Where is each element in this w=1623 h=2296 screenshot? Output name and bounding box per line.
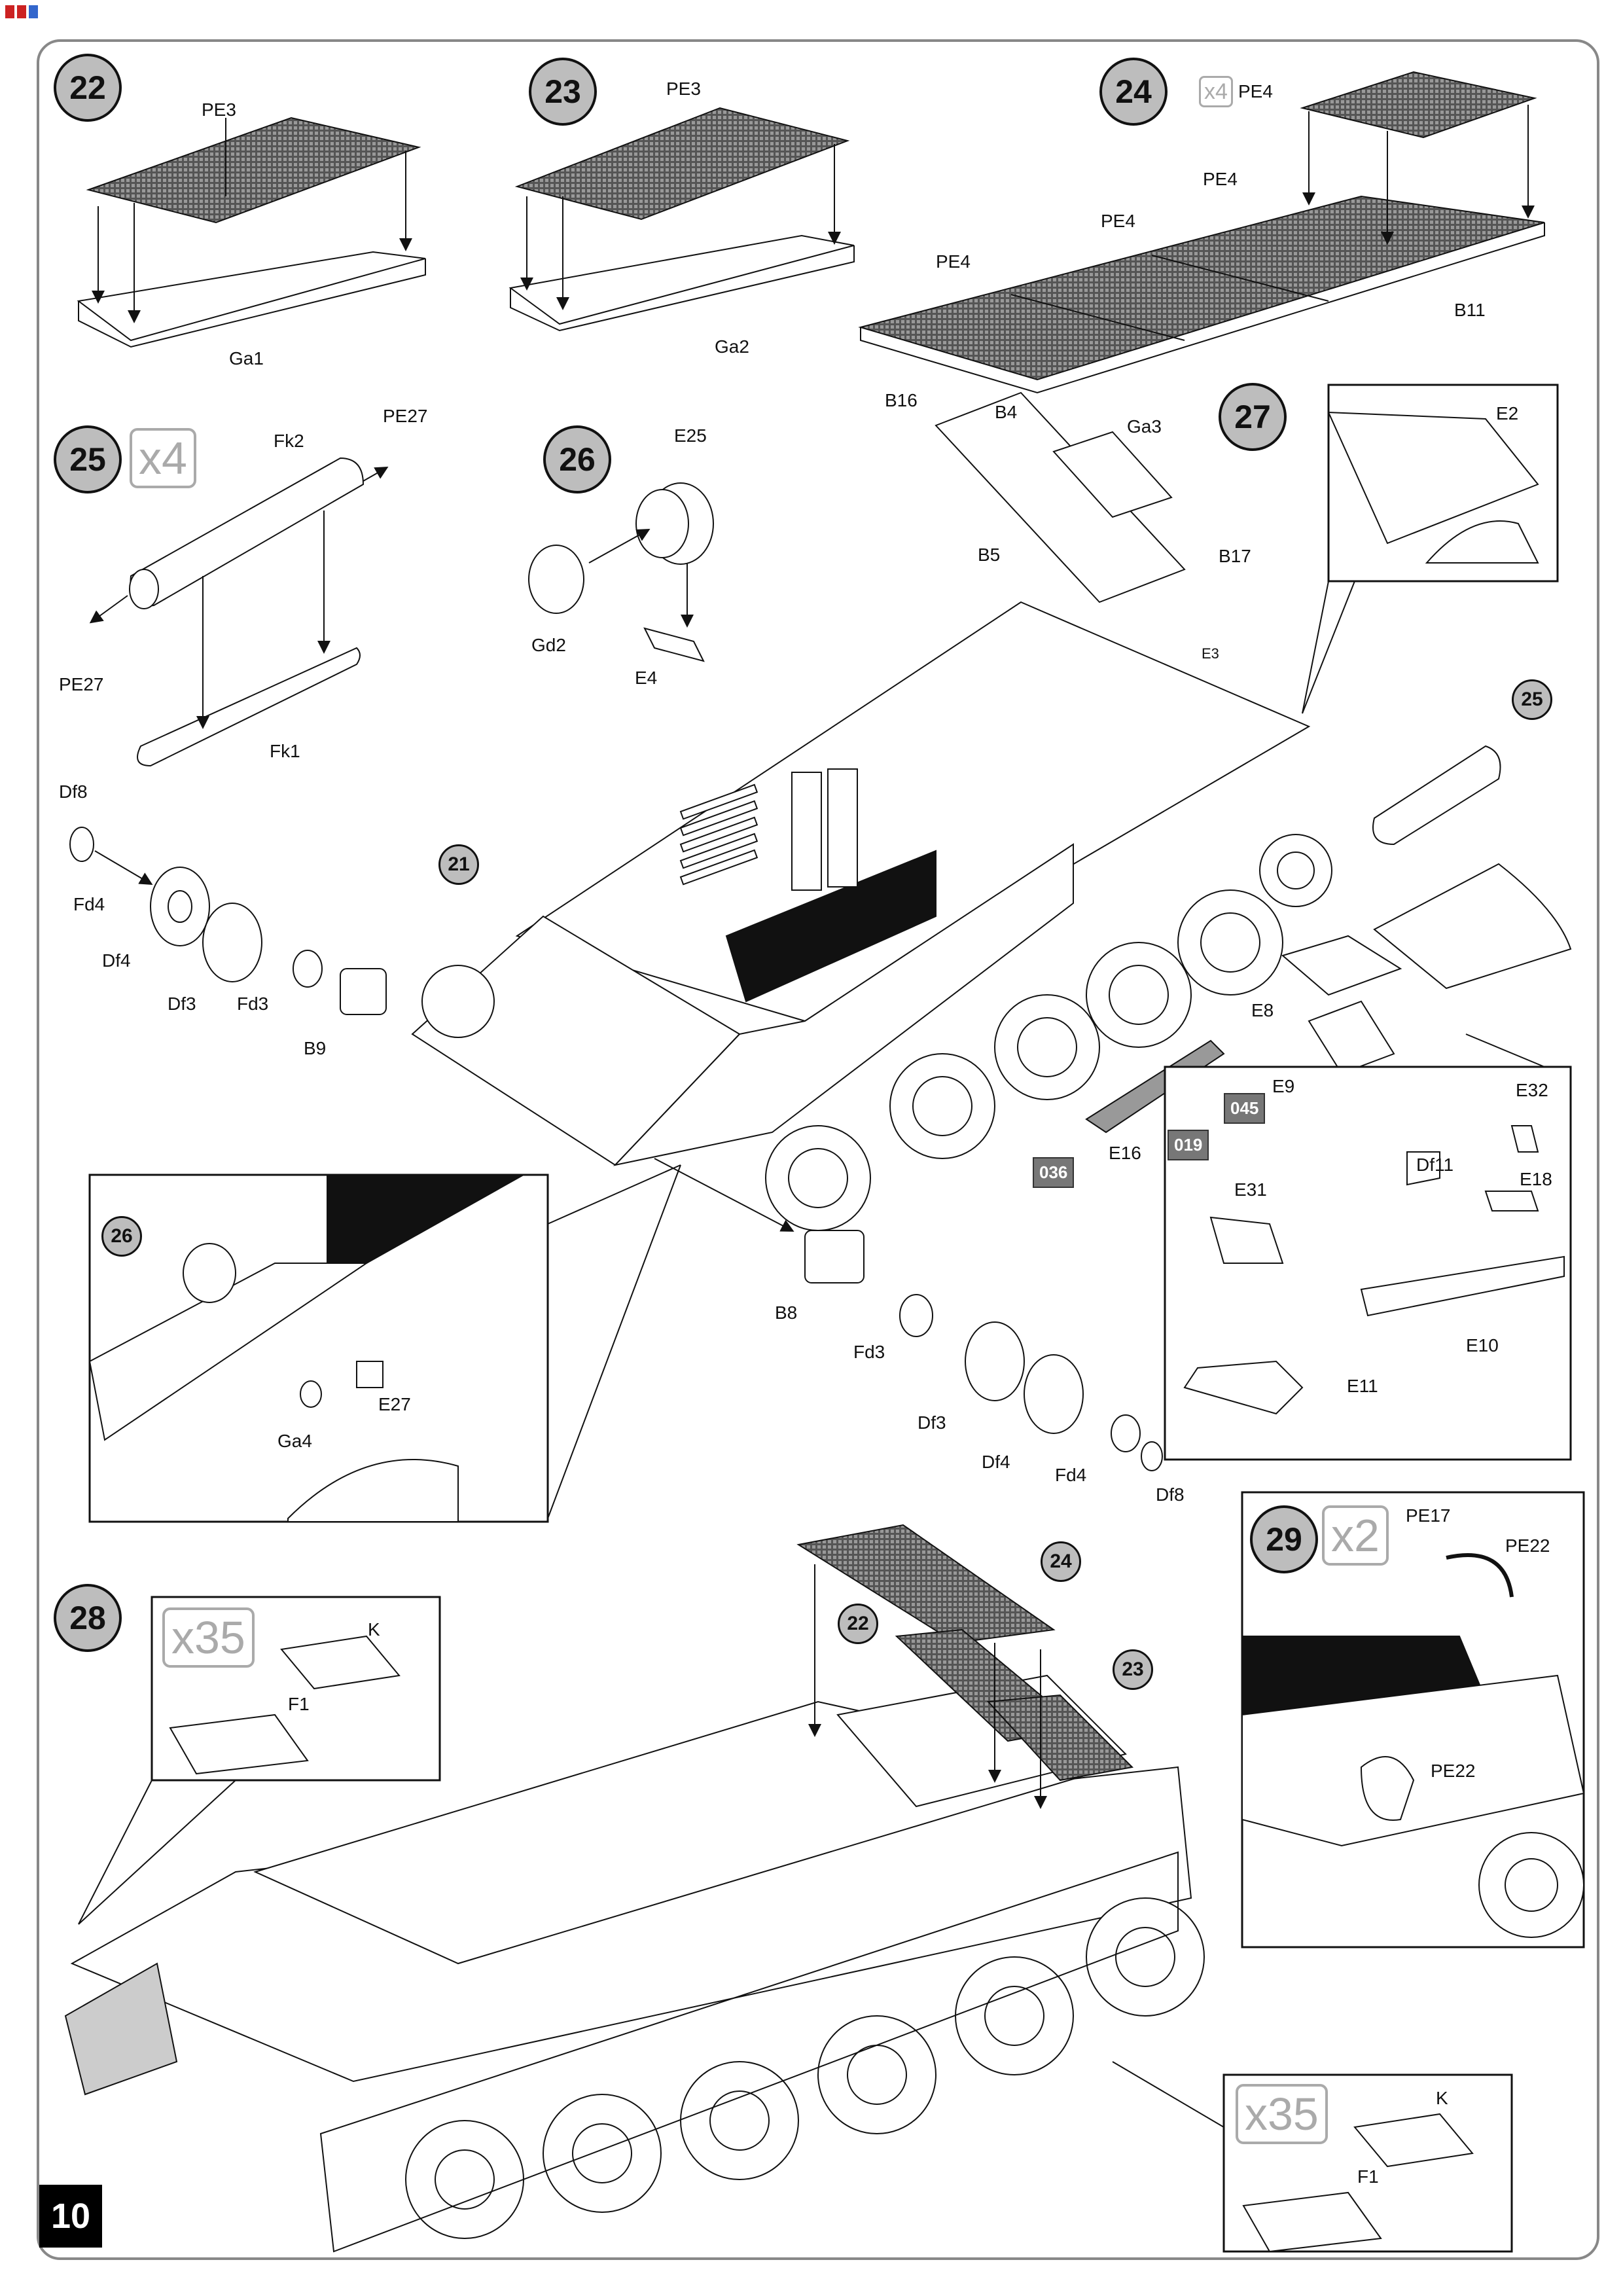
- step-25-multiplier: x4: [130, 428, 196, 488]
- label-e9: E9: [1272, 1076, 1295, 1096]
- label-pe27-top: PE27: [383, 406, 428, 426]
- label-pe22-bottom: PE22: [1431, 1761, 1476, 1781]
- label-b4: B4: [995, 402, 1018, 422]
- label-ga1: Ga1: [229, 348, 264, 368]
- label-pe4-a: PE4: [1238, 81, 1273, 101]
- label-b16: B16: [885, 390, 918, 410]
- step-28-multiplier: x35: [162, 1607, 255, 1668]
- ref-step-22: 22: [838, 1604, 878, 1644]
- ref-step-25: 25: [1512, 679, 1552, 720]
- label-pe27-bottom: PE27: [59, 674, 104, 694]
- label-e16: E16: [1109, 1143, 1141, 1163]
- page-number: 10: [39, 2185, 102, 2248]
- page-frame: [37, 39, 1599, 2260]
- step-23-badge: 23: [529, 58, 597, 126]
- step-22-badge: 22: [54, 54, 122, 122]
- label-e25: E25: [674, 425, 707, 446]
- label-pe3-step23: PE3: [666, 79, 701, 99]
- label-pe4-c: PE4: [1101, 211, 1135, 231]
- label-b5: B5: [978, 545, 1001, 565]
- paint-code-045: 045: [1224, 1093, 1266, 1124]
- label-df4-left: Df4: [102, 950, 131, 971]
- step-24-multiplier: x4: [1199, 76, 1233, 107]
- label-fd4-left: Fd4: [73, 894, 105, 914]
- ammo-rack: [679, 768, 858, 891]
- step-24-badge: 24: [1099, 58, 1168, 126]
- label-df3-bottom: Df3: [918, 1412, 946, 1433]
- track-inset-bottom-drawing: [1112, 2061, 1474, 2253]
- label-pe22-top: PE22: [1505, 1535, 1550, 1556]
- label-e27: E27: [378, 1394, 411, 1414]
- step27-inset-drawing: [1302, 411, 1539, 714]
- label-pe17: PE17: [1406, 1505, 1451, 1526]
- ref-step-21: 21: [438, 844, 479, 885]
- step24-drawing: [858, 71, 1545, 394]
- label-e10: E10: [1466, 1335, 1499, 1355]
- label-e32: E32: [1516, 1080, 1548, 1100]
- label-fd3-bottom: Fd3: [853, 1342, 885, 1362]
- label-df3-left: Df3: [168, 994, 196, 1014]
- step-28-multiplier-2: x35: [1236, 2084, 1328, 2144]
- wheels-left-drawing: [69, 827, 387, 1015]
- label-df4-bottom: Df4: [982, 1452, 1010, 1472]
- label-df8-left: Df8: [59, 781, 88, 802]
- label-e31: E31: [1234, 1179, 1267, 1200]
- step22-drawing: [77, 117, 426, 348]
- label-pe3-step22: PE3: [202, 99, 236, 120]
- step28-drawing: [64, 1524, 1205, 2253]
- label-ga2: Ga2: [715, 336, 749, 357]
- label-e18: E18: [1520, 1169, 1552, 1189]
- ref-step-24: 24: [1041, 1541, 1081, 1582]
- step-29-multiplier: x2: [1322, 1505, 1389, 1566]
- step-26-badge: 26: [543, 425, 611, 493]
- paint-code-036: 036: [1033, 1157, 1075, 1188]
- label-df11: Df11: [1416, 1155, 1454, 1175]
- step23-drawing: [508, 107, 855, 332]
- step-28-badge: 28: [54, 1584, 122, 1652]
- wheels-bottom-drawing: [654, 1158, 1163, 1471]
- label-pe4-b: PE4: [1203, 169, 1238, 189]
- label-fk2: Fk2: [274, 431, 304, 451]
- label-e3: E3: [1202, 645, 1219, 662]
- paint-code-019: 019: [1168, 1130, 1209, 1160]
- track-inset-top-drawing: [78, 1635, 401, 1925]
- ref-step-23: 23: [1113, 1649, 1153, 1690]
- label-e8: E8: [1251, 1000, 1274, 1020]
- label-fd4-bottom: Fd4: [1055, 1465, 1087, 1485]
- step25-drawing: [89, 457, 389, 767]
- label-b11: B11: [1454, 300, 1486, 320]
- label-e4: E4: [635, 668, 658, 688]
- ref-step-26: 26: [101, 1216, 142, 1257]
- step29-inset-drawing: [1241, 1553, 1585, 1938]
- label-f1-bottom: F1: [1357, 2166, 1379, 2187]
- step-29-badge: 29: [1250, 1505, 1318, 1573]
- label-b9: B9: [304, 1038, 327, 1058]
- label-k-bottom: K: [1436, 2088, 1448, 2108]
- label-df8-bottom: Df8: [1156, 1484, 1185, 1505]
- main-hull-drawing: [411, 391, 1572, 1231]
- label-ga3: Ga3: [1127, 416, 1162, 437]
- label-fd3-left: Fd3: [237, 994, 269, 1014]
- label-e2: E2: [1496, 403, 1519, 423]
- step-27-badge: 27: [1219, 383, 1287, 451]
- label-e11: E11: [1347, 1376, 1378, 1396]
- label-k-top: K: [368, 1619, 380, 1640]
- step26-drawing: [528, 482, 714, 662]
- step-25-badge: 25: [54, 425, 122, 493]
- label-pe4-d: PE4: [936, 251, 971, 272]
- label-fk1: Fk1: [270, 741, 300, 761]
- fender-inset-drawing: [1183, 1033, 1565, 1415]
- label-f1-top: F1: [288, 1694, 310, 1714]
- label-ga4: Ga4: [277, 1431, 312, 1451]
- label-b8: B8: [775, 1302, 798, 1323]
- label-b17: B17: [1219, 546, 1251, 566]
- label-gd2: Gd2: [531, 635, 566, 655]
- brand-logo: [4, 3, 46, 29]
- detail-inset-drawing: [88, 1164, 681, 1522]
